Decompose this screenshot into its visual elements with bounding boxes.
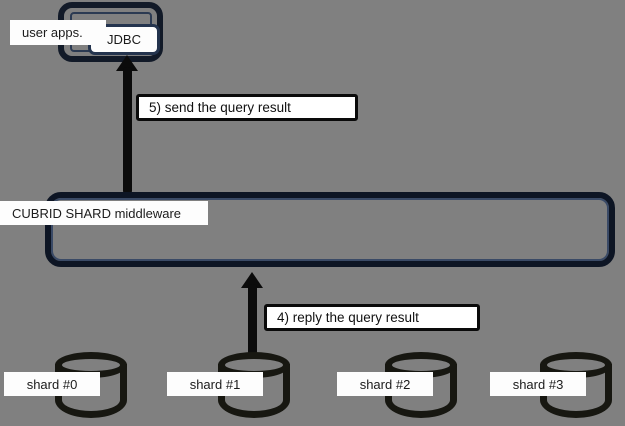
- middleware-label: CUBRID SHARD middleware: [0, 201, 208, 225]
- step-4-label: 4) reply the query result: [264, 304, 480, 331]
- step-5-label: 5) send the query result: [136, 94, 358, 121]
- arrow-shaft: [123, 67, 132, 195]
- shard-3-label: shard #3: [490, 372, 586, 396]
- middleware-node[interactable]: [45, 192, 615, 267]
- arrow-reply-query-result: [240, 272, 264, 356]
- arrowhead-up-icon: [116, 55, 138, 71]
- arrowhead-up-icon: [241, 272, 263, 288]
- arrow-send-query-result: [115, 55, 139, 195]
- user-apps-label: user apps.: [10, 20, 106, 45]
- arrow-shaft: [248, 284, 257, 356]
- shard-1-label: shard #1: [167, 372, 263, 396]
- shard-2-label: shard #2: [337, 372, 433, 396]
- shard-0-label: shard #0: [4, 372, 100, 396]
